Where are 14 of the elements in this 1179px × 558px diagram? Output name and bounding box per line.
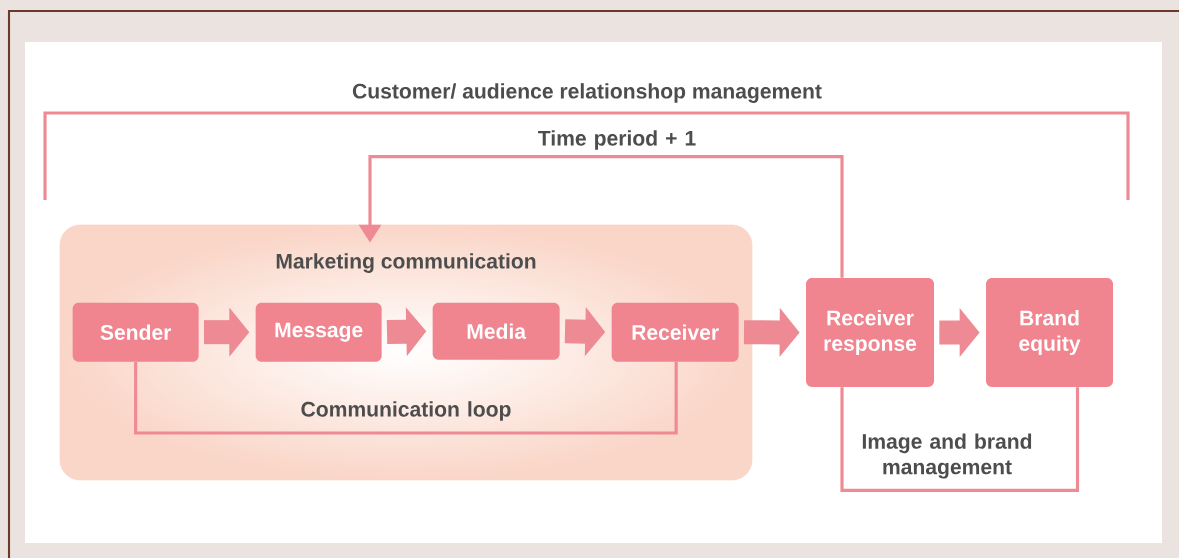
edge-label: Time period + 1: [538, 130, 696, 150]
process-box: Media: [432, 302, 560, 360]
panel: [59, 224, 753, 481]
edge-label: Image and brand management: [862, 433, 1032, 479]
process-box: Receiver: [611, 302, 739, 362]
process-box: Brand equity: [986, 278, 1113, 387]
connector-line: [840, 387, 1080, 492]
process-box: Receiver response: [806, 278, 934, 387]
heading-label: Customer/ audience relationshop management: [352, 83, 822, 103]
connector-line: [134, 362, 678, 435]
edge-label: Communication loop: [301, 401, 511, 421]
process-box: Sender: [72, 302, 199, 362]
panel-heading: Marketing communication: [276, 253, 536, 273]
process-box: Message: [255, 302, 382, 362]
